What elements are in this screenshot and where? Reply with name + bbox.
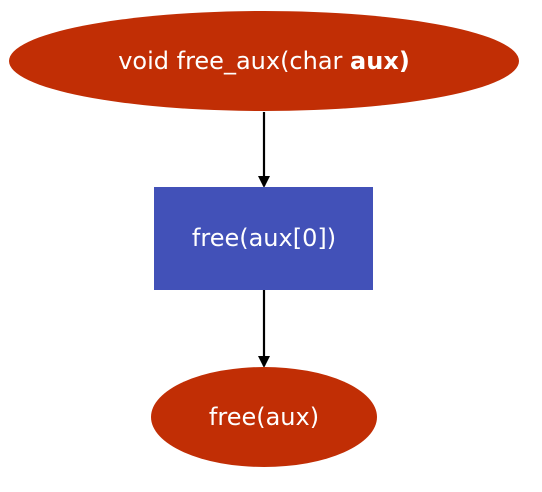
start-node: void free_aux(char aux) [9, 11, 519, 111]
start-node-label: void free_aux(char aux) [118, 47, 410, 75]
free-aux-index-0-node-label: free(aux[0]) [192, 224, 336, 252]
start-node-label-suffix: ) [399, 47, 410, 75]
start-node-shape [9, 11, 519, 111]
free-aux-index-0-node: free(aux[0]) [154, 187, 373, 290]
start-node-label-prefix: void free_aux(char [118, 47, 350, 75]
start-node-label-bold: aux [350, 47, 399, 75]
free-aux-node-label: free(aux) [209, 403, 319, 431]
free-aux-node: free(aux) [151, 367, 377, 467]
free-aux-node-shape [151, 367, 377, 467]
free-aux-index-0-node-shape [154, 187, 373, 290]
